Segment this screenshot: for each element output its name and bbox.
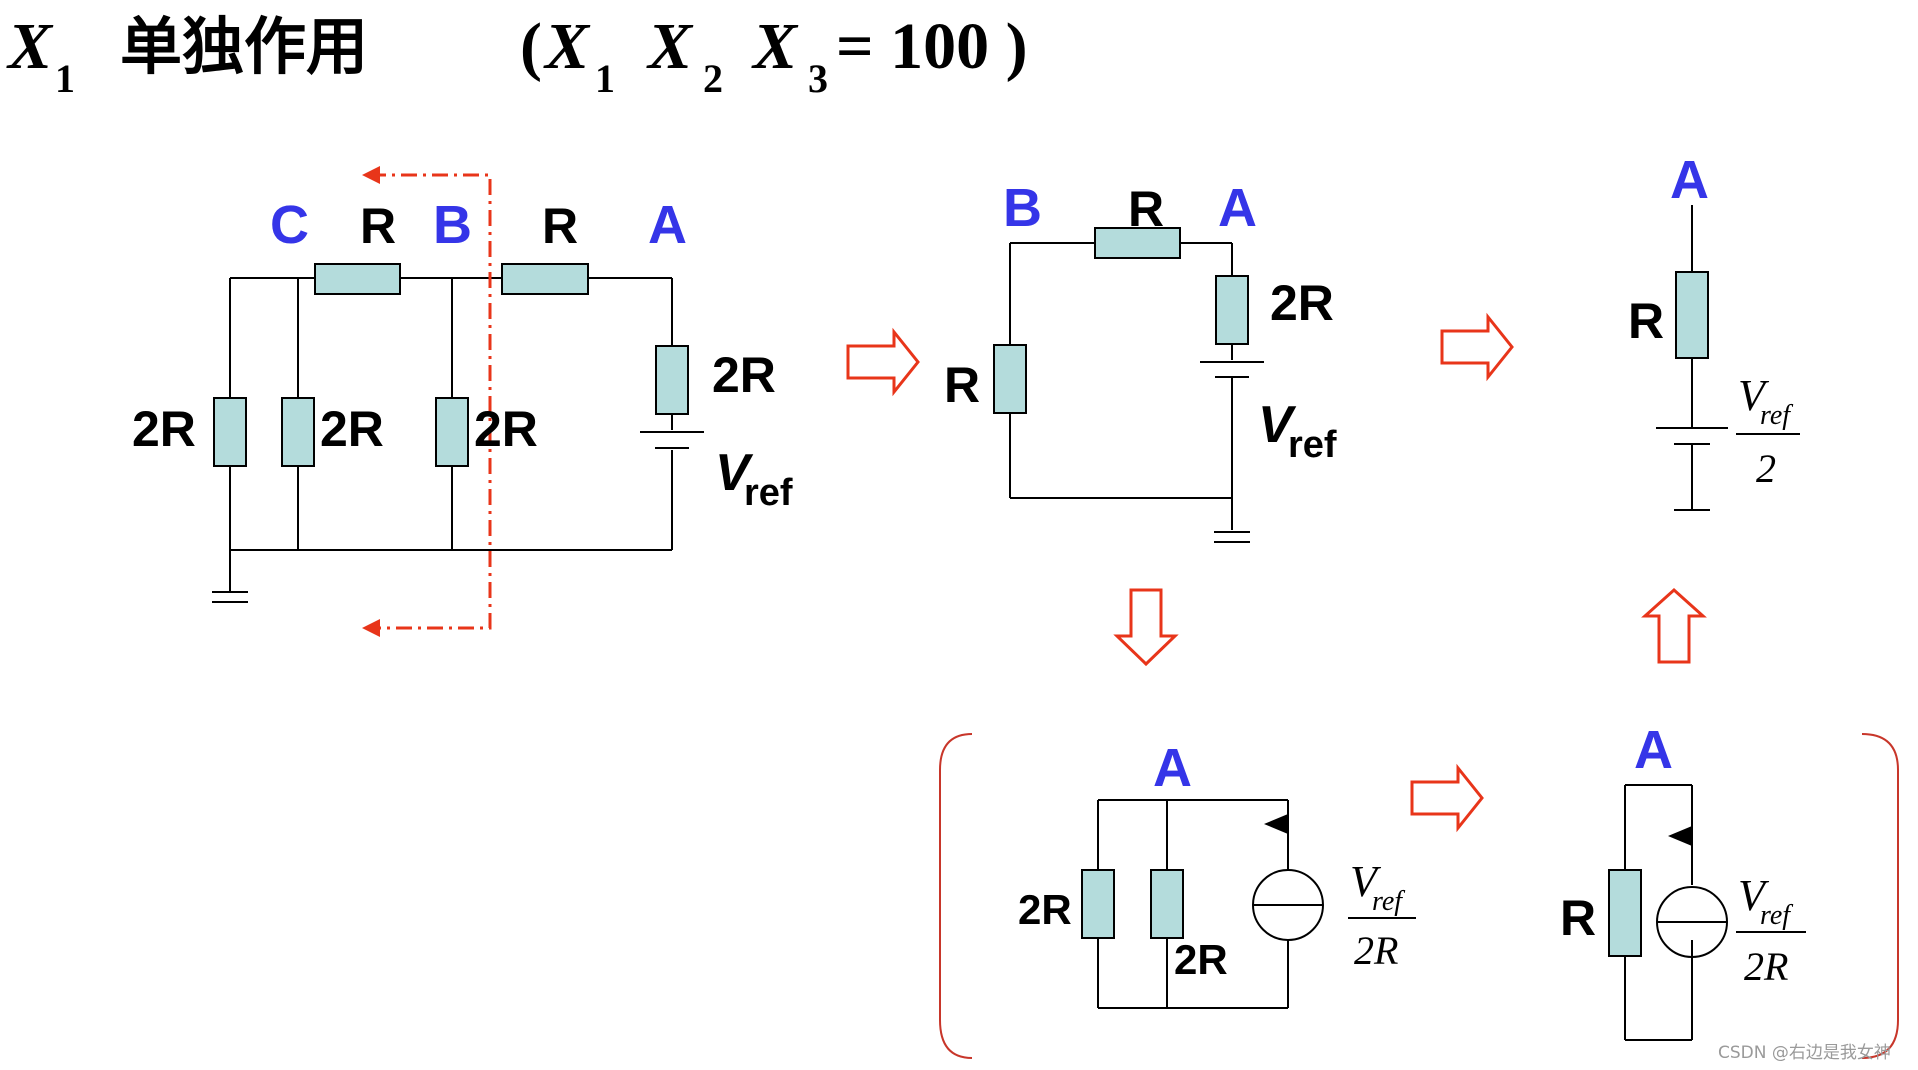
right-arrow-1: [846, 327, 920, 397]
r-shunt3-label: 2R: [474, 401, 538, 457]
circuit-thevenin: [1656, 205, 1728, 511]
r-shunt1-label: 2R: [132, 401, 196, 457]
title-xa-sub: 1: [595, 56, 615, 101]
resistor-top: [1094, 227, 1181, 259]
c4-fraction: V ref 2R: [1348, 857, 1416, 973]
resistor-shunt-3: [435, 397, 469, 467]
c5-resistor: [1608, 869, 1642, 957]
c4-r-left: 2R: [1018, 886, 1072, 933]
c2-vref-sub: ref: [1288, 424, 1337, 466]
right-arrow-2: [1440, 312, 1514, 382]
r-cb-label: R: [360, 198, 396, 254]
c2-r-right: 2R: [1270, 275, 1334, 331]
resistor-shunt-1: [213, 397, 247, 467]
title-value: = 100 ): [836, 10, 1028, 83]
down-arrow: [1113, 588, 1179, 667]
r-series-label: 2R: [712, 347, 776, 403]
title-x1: X: [6, 10, 54, 83]
ladder-resistors: [213, 263, 689, 467]
title-paren: (: [520, 10, 542, 83]
c4-r-mid: 2R: [1174, 936, 1228, 983]
reduced-resistors: [993, 227, 1249, 414]
title-xb-sub: 2: [703, 56, 723, 101]
node-c-label: C: [270, 195, 309, 255]
right-arrow-3: [1410, 763, 1484, 833]
norton-a-resistors: [1081, 869, 1184, 939]
vref-v-label: V: [715, 444, 754, 502]
c3-resistor: [1675, 271, 1709, 359]
c3-frac-den: 2: [1756, 446, 1776, 491]
resistor-shunt-2: [281, 397, 315, 467]
c2-node-a: A: [1218, 178, 1257, 238]
resistor-series-2r: [655, 345, 689, 415]
c5-frac-sub: ref: [1760, 900, 1793, 931]
resistor-right: [1215, 275, 1249, 345]
c3-r-label: R: [1628, 293, 1664, 349]
c5-node-a: A: [1634, 720, 1673, 780]
node-a-label: A: [648, 195, 687, 255]
c5-frac-v: V: [1738, 871, 1770, 920]
norton-bracket-left: [939, 733, 973, 1059]
r-ba-label: R: [542, 198, 578, 254]
c5-fraction: V ref 2R: [1736, 871, 1806, 989]
c4-resistor-1: [1081, 869, 1115, 939]
c2-r-top: R: [1128, 181, 1164, 237]
c3-frac-sub: ref: [1760, 400, 1793, 431]
watermark: CSDN @右边是我女神: [1718, 1043, 1891, 1063]
title-heading: 单独作用: [120, 10, 368, 83]
c3-fraction: V ref 2: [1736, 371, 1800, 491]
title-xc: X: [751, 10, 799, 83]
c4-resistor-2: [1150, 869, 1184, 939]
circuit-norton-b: [1624, 784, 1728, 1041]
circuit-norton-a: [1097, 799, 1324, 1009]
c3-frac-v: V: [1738, 371, 1770, 420]
cut-arrow-top: [362, 166, 380, 184]
cut-arrow-bottom: [362, 619, 380, 637]
r-shunt2-label: 2R: [320, 401, 384, 457]
c2-node-b: B: [1003, 178, 1042, 238]
up-arrow: [1641, 587, 1707, 664]
title-xc-sub: 3: [808, 56, 828, 101]
vref-sub-label: ref: [744, 472, 793, 514]
title-xa: X: [543, 10, 591, 83]
node-b-label: B: [433, 195, 472, 255]
thevenin-cut-line: [370, 173, 492, 630]
circuit-ladder: [212, 277, 704, 603]
c4-frac-den: 2R: [1354, 928, 1398, 973]
title-xb: X: [646, 10, 694, 83]
resistor-r-cb: [314, 263, 401, 295]
resistor-left: [993, 344, 1027, 414]
c2-r-left: R: [944, 357, 980, 413]
c4-frac-sub: ref: [1372, 886, 1405, 917]
norton-bracket-right: [1861, 733, 1899, 1059]
c4-node-a: A: [1153, 738, 1192, 798]
title-x1-sub: 1: [55, 56, 75, 101]
c4-frac-v: V: [1350, 857, 1382, 906]
resistor-r-ba: [501, 263, 589, 295]
c3-node-a: A: [1670, 150, 1709, 210]
page-title: X 1 单独作用 ( X 1 X 2 X 3 = 100 ): [6, 10, 1028, 101]
circuit-reduced: [1009, 242, 1264, 543]
c5-frac-den: 2R: [1744, 944, 1788, 989]
c5-r-label: R: [1560, 890, 1596, 946]
c2-vref-v: V: [1258, 396, 1297, 454]
